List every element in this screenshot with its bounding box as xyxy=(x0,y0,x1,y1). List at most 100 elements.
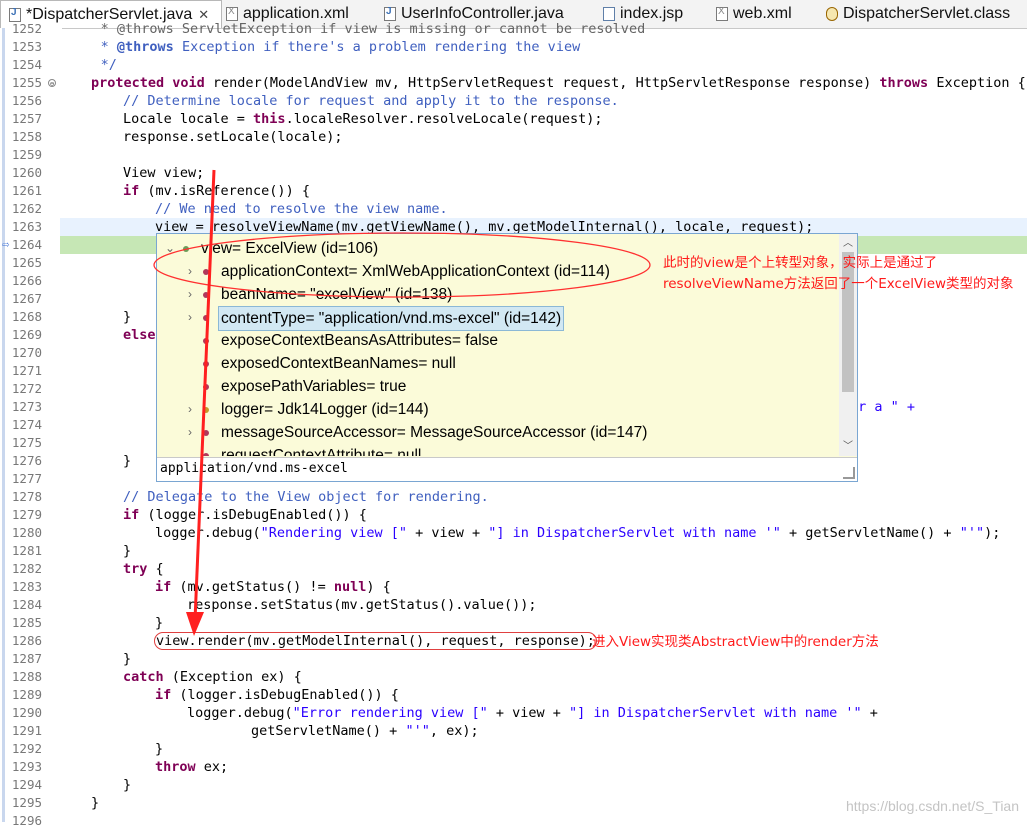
code-line-1261[interactable]: if (mv.isReference()) { xyxy=(60,182,1027,200)
line-number[interactable]: 1272 xyxy=(11,381,42,396)
code-text: logger.debug( xyxy=(187,705,293,721)
line-number[interactable]: 1268 xyxy=(11,309,42,324)
line-number[interactable]: 1253 xyxy=(11,39,42,54)
code-line-1254[interactable]: */ xyxy=(60,57,117,73)
line-number[interactable]: 1262 xyxy=(11,201,42,216)
line-number[interactable]: 1252 xyxy=(11,21,42,36)
code-line-1286[interactable]: view.render(mv.getModelInternal(), reque… xyxy=(60,632,1027,650)
line-number[interactable]: 1282 xyxy=(11,561,42,576)
line-number[interactable]: 1289 xyxy=(11,687,42,702)
line-number[interactable]: 1285 xyxy=(11,615,42,630)
code-line-1283[interactable]: if (mv.getStatus() != null) { xyxy=(60,578,1027,596)
code-line-1294[interactable]: } xyxy=(123,777,132,793)
line-number[interactable]: 1290 xyxy=(11,705,42,720)
line-number[interactable]: 1255 xyxy=(11,75,42,90)
code-line-1263[interactable]: view = resolveViewName(mv.getViewName(),… xyxy=(60,218,1027,236)
code-line-1291[interactable]: getServletName() + "'", ex); xyxy=(60,722,1027,740)
line-number[interactable]: 1265 xyxy=(11,255,42,270)
chevron-right-icon[interactable]: › xyxy=(188,425,192,439)
chevron-right-icon[interactable]: › xyxy=(188,264,192,278)
line-number[interactable]: 1284 xyxy=(11,597,42,612)
code-line-1257[interactable]: Locale locale = this.localeResolver.reso… xyxy=(60,110,1027,128)
line-number[interactable]: 1264 xyxy=(11,237,42,252)
popup-scrollbar[interactable]: ︿ ﹀ xyxy=(839,234,857,456)
line-number[interactable]: 1286 xyxy=(11,633,42,648)
line-number[interactable]: 1271 xyxy=(11,363,42,378)
line-number[interactable]: 1281 xyxy=(11,543,42,558)
code-line-1280[interactable]: logger.debug("Rendering view [" + view +… xyxy=(60,524,1027,542)
code-line-1255[interactable]: protected void render(ModelAndView mv, H… xyxy=(60,74,1027,92)
code-line-1289[interactable]: if (logger.isDebugEnabled()) { xyxy=(60,686,1027,704)
line-number[interactable]: 1294 xyxy=(11,777,42,792)
line-number[interactable]: 1273 xyxy=(11,399,42,414)
line-number[interactable]: 1259 xyxy=(11,147,42,162)
fold-collapse-icon[interactable]: ⊖ xyxy=(48,79,56,88)
line-number[interactable]: 1256 xyxy=(11,93,42,108)
code-line-1252[interactable]: * @throws ServletException if view is mi… xyxy=(60,21,646,37)
line-number[interactable]: 1278 xyxy=(11,489,42,504)
code-line-1284[interactable]: response.setStatus(mv.getStatus().value(… xyxy=(187,597,537,613)
chevron-down-icon[interactable]: ⌄ xyxy=(164,241,176,255)
line-number[interactable]: 1279 xyxy=(11,507,42,522)
line-number[interactable]: 1283 xyxy=(11,579,42,594)
line-number[interactable]: 1280 xyxy=(11,525,42,540)
code-line-1258[interactable]: response.setLocale(locale); xyxy=(123,129,343,145)
string-literal: or a " + xyxy=(850,399,916,415)
line-number[interactable]: 1254 xyxy=(11,57,42,72)
tab-dispatcherservlet-class[interactable]: DispatcherServlet.class xyxy=(826,0,1026,28)
chevron-right-icon[interactable]: › xyxy=(188,402,192,416)
code-line-1278[interactable]: // Delegate to the View object for rende… xyxy=(123,489,489,505)
value-detail-pane[interactable]: application/vnd.ms-excel xyxy=(157,457,857,481)
line-number[interactable]: 1267 xyxy=(11,291,42,306)
tab-userinfocontroller-java[interactable]: UserInfoController.java xyxy=(384,0,584,28)
line-number[interactable]: 1288 xyxy=(11,669,42,684)
line-number[interactable]: 1270 xyxy=(11,345,42,360)
tab-application-xml[interactable]: application.xml xyxy=(226,0,376,28)
code-line-1279[interactable]: if (logger.isDebugEnabled()) { xyxy=(60,506,1027,524)
line-number[interactable]: 1266 xyxy=(11,273,42,288)
line-number[interactable]: 1295 xyxy=(11,795,42,810)
code-line-1262[interactable]: // We need to resolve the view name. xyxy=(155,201,448,217)
code-text: (logger.isDebugEnabled()) { xyxy=(171,687,399,703)
code-line-1282[interactable]: try { xyxy=(60,560,1027,578)
code-line-1253[interactable]: * @throws Exception if there's a problem… xyxy=(60,38,1027,56)
chevron-right-icon[interactable]: › xyxy=(188,287,192,301)
line-number[interactable]: 1258 xyxy=(11,129,42,144)
chevron-up-icon[interactable]: ︿ xyxy=(843,238,853,249)
line-number[interactable]: 1291 xyxy=(11,723,42,738)
tab-web-xml[interactable]: web.xml xyxy=(716,0,816,28)
line-number[interactable]: 1275 xyxy=(11,435,42,450)
code-line-1287[interactable]: } xyxy=(123,651,132,667)
code-line-1285[interactable]: } xyxy=(155,615,164,631)
code-line-1288[interactable]: catch (Exception ex) { xyxy=(60,668,1027,686)
line-number[interactable]: 1260 xyxy=(11,165,42,180)
scrollbar-thumb[interactable] xyxy=(842,252,854,392)
tab-dispatcherservlet-java[interactable]: *DispatcherServlet.java ✕ xyxy=(0,0,222,28)
line-number[interactable]: 1261 xyxy=(11,183,42,198)
line-number[interactable]: 1274 xyxy=(11,417,42,432)
line-number[interactable]: 1287 xyxy=(11,651,42,666)
code-line-1290[interactable]: logger.debug("Error rendering view [" + … xyxy=(60,704,1027,722)
close-icon[interactable]: ✕ xyxy=(198,6,210,22)
code-line-1281[interactable]: } xyxy=(123,543,132,559)
line-number[interactable]: 1293 xyxy=(11,759,42,774)
code-line-1256[interactable]: // Determine locale for request and appl… xyxy=(123,93,619,109)
resize-handle-icon[interactable] xyxy=(843,467,855,479)
code-line-1295[interactable]: } xyxy=(91,795,100,811)
code-line-1268[interactable]: else xyxy=(123,327,156,343)
code-line-1267[interactable]: } xyxy=(123,309,132,325)
line-number[interactable]: 1269 xyxy=(11,327,42,342)
code-line-1276[interactable]: } xyxy=(123,453,132,469)
code-line-1260[interactable]: View view; xyxy=(123,165,205,181)
line-number[interactable]: 1263 xyxy=(11,219,42,234)
line-number[interactable]: 1257 xyxy=(11,111,42,126)
line-number[interactable]: 1276 xyxy=(11,453,42,468)
chevron-down-icon[interactable]: ﹀ xyxy=(843,441,853,452)
code-line-1293[interactable]: throw ex; xyxy=(60,758,1027,776)
code-line-1292[interactable]: } xyxy=(155,741,164,757)
tab-index-jsp[interactable]: index.jsp xyxy=(603,0,703,28)
line-number[interactable]: 1296 xyxy=(11,813,42,828)
line-number[interactable]: 1292 xyxy=(11,741,42,756)
line-number[interactable]: 1277 xyxy=(11,471,42,486)
chevron-right-icon[interactable]: › xyxy=(188,310,192,324)
